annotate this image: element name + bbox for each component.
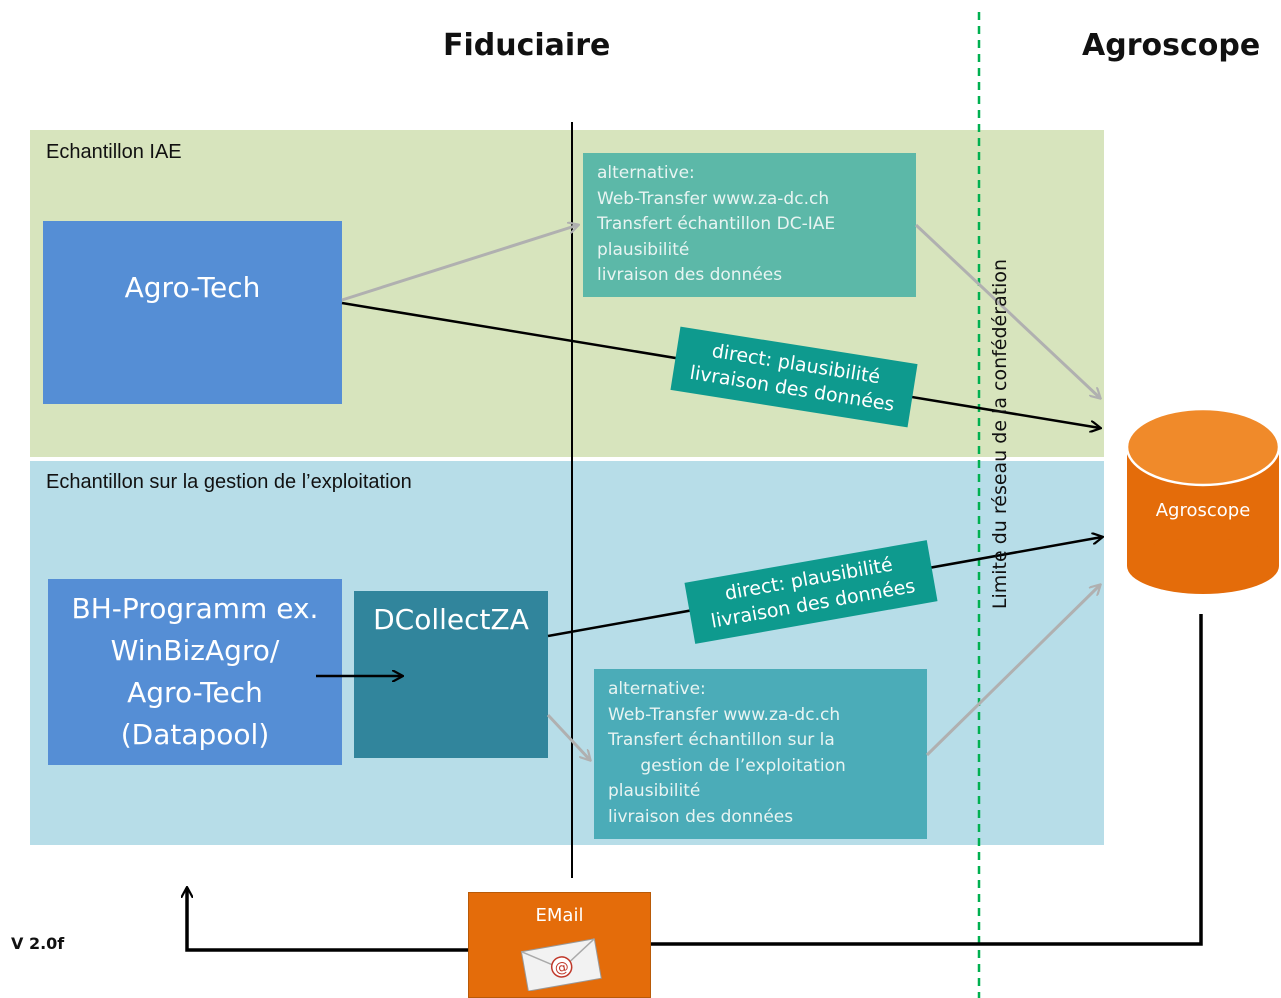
node-agro-tech-label: Agro-Tech (124, 271, 261, 304)
boundary-label: Limite du réseau de la confédération (989, 258, 1011, 610)
header-agroscope: Agroscope (1082, 28, 1261, 63)
alt-line: livraison des données (597, 265, 783, 285)
arrow-dcollect-to-alt (546, 713, 590, 760)
alt-line: livraison des données (608, 806, 794, 827)
alt-line: Web-Transfer www.za-dc.ch (597, 188, 830, 209)
envelope-icon: @ (520, 938, 602, 991)
node-agro-tech: Agro-Tech (43, 221, 342, 404)
zone-label-iae: Echantillon IAE (46, 141, 182, 163)
alt-line: alternative: (597, 163, 695, 183)
arrow-agrotech-to-alt (341, 225, 578, 302)
alt-line: gestion de l’exploitation (608, 755, 846, 776)
agroscope-database-cylinder (1125, 407, 1281, 594)
alt-line: plausibilité (608, 781, 701, 801)
node-bh-line: Agro-Tech (127, 676, 263, 709)
alt-line: Transfert échantillon DC-IAE (597, 214, 836, 234)
node-bh-programm: BH-Programm ex. WinBizAgro/ Agro-Tech (D… (48, 579, 342, 765)
alt-line: plausibilité (597, 239, 690, 260)
zone-label-gestion: Echantillon sur la gestion de l’exploita… (46, 471, 412, 493)
node-dcollectza-label: DCollectZA (373, 603, 529, 636)
agroscope-database-label: Agroscope (1155, 500, 1251, 521)
node-dcollectza: DCollectZA (354, 591, 548, 758)
arrow-alt-gestion-to-agroscope (925, 585, 1100, 757)
alternative-box-gestion: alternative: Web-Transfer www.za-dc.ch T… (594, 669, 927, 839)
alt-line: Web-Transfer www.za-dc.ch (608, 704, 841, 725)
return-line-email-to-sources (187, 888, 470, 952)
node-bh-line: WinBizAgro/ (110, 634, 280, 667)
alternative-box-iae: alternative: Web-Transfer www.za-dc.ch T… (583, 153, 916, 297)
version-label: V 2.0f (11, 934, 65, 953)
svg-text:@: @ (554, 959, 571, 977)
node-bh-line: BH-Programm ex. (71, 592, 319, 625)
node-bh-line: (Datapool) (120, 718, 270, 751)
alt-line: alternative: (608, 679, 706, 699)
email-label: EMail (535, 905, 584, 926)
alt-line: Transfert échantillon sur la (608, 730, 835, 750)
return-line-agroscope-email (650, 614, 1203, 946)
email-node: EMail @ (468, 892, 651, 998)
header-fiduciaire: Fiduciaire (443, 28, 611, 63)
arrow-alt-iae-to-agroscope (914, 223, 1100, 398)
